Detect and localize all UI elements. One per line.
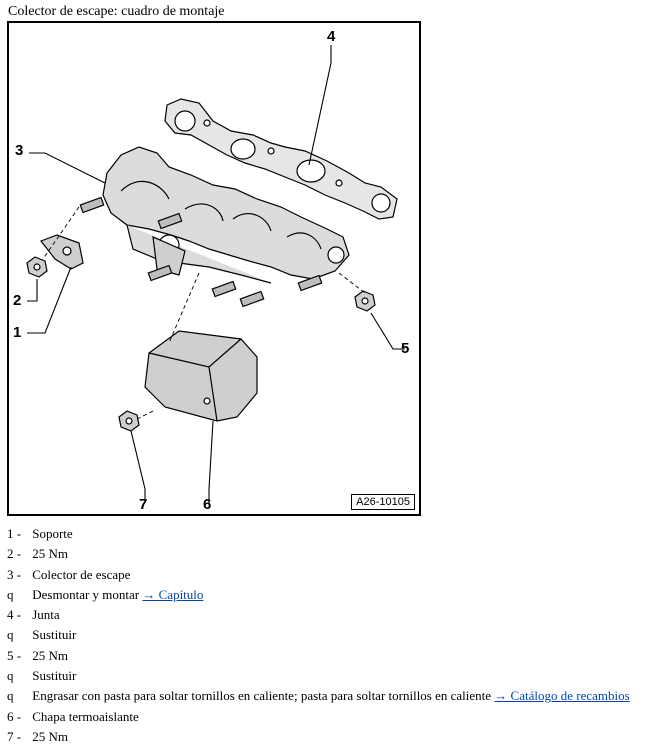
nuts-drawing [26, 256, 376, 432]
doc-title: Colector de escape: cuadro de montaje [8, 4, 225, 19]
callout-2: 2 [13, 292, 22, 309]
list-item: 4 - Junta [7, 607, 60, 623]
list-item: q Engrasar con pasta para soltar tornill… [7, 688, 630, 704]
callout-7: 7 [139, 496, 148, 513]
manifold-drawing [102, 146, 350, 284]
list-item: q Sustituir [7, 627, 77, 643]
parts-list: 1 - Soporte 2 - 25 Nm 3 - Colector de es… [7, 524, 667, 747]
callout-4: 4 [327, 28, 336, 45]
bracket-drawing [40, 234, 84, 270]
list-item: q Desmontar y montar → Capítulo [7, 586, 204, 602]
studs-drawing [79, 196, 323, 308]
list-item: 3 - Colector de escape [7, 566, 131, 582]
figure-code: A26-10105 [351, 494, 415, 510]
heat-shield-drawing [144, 330, 258, 422]
list-item: 6 - Chapa termoaislante [7, 708, 139, 724]
callout-1: 1 [13, 324, 22, 341]
list-item: 1 - Soporte [7, 526, 73, 541]
list-item: 5 - 25 Nm [7, 647, 68, 663]
gasket-drawing [164, 98, 398, 220]
spare-parts-catalog-link[interactable]: → Catálogo de recambios [494, 688, 630, 704]
list-item: q Sustituir [7, 668, 77, 684]
exhaust-manifold-drawing [26, 45, 405, 503]
chapter-link[interactable]: → Capítulo [142, 586, 204, 602]
exploded-diagram: 4 3 2 1 5 7 6 A26-10105 [7, 21, 421, 516]
list-item: 2 - 25 Nm [7, 546, 68, 562]
callout-3: 3 [15, 142, 24, 159]
callout-5: 5 [401, 340, 410, 357]
callout-6: 6 [203, 496, 212, 513]
list-item: 7 - 25 Nm [7, 728, 68, 744]
